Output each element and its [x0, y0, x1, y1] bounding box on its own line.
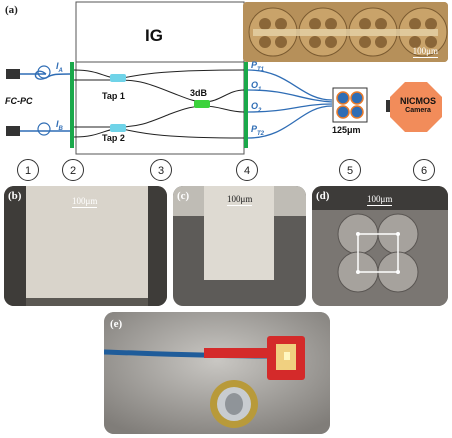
photo-d-scale: 100μm	[367, 194, 393, 206]
fiber-coil-b	[37, 122, 51, 136]
schematic-diagram	[6, 1, 442, 155]
stage-number-4: 4	[236, 159, 258, 181]
port-pt1-label: PT1	[251, 60, 265, 73]
connector-a-shape	[6, 69, 20, 79]
out-fiber-4	[247, 105, 333, 139]
wg-o1	[73, 79, 245, 103]
output-edge-bar	[244, 62, 248, 148]
stage-number-6: 6	[413, 159, 435, 181]
camera-label: NICMOS Camera	[400, 96, 436, 114]
photo-c: (c) 100μm	[173, 186, 306, 306]
photo-d-square	[357, 233, 399, 273]
photo-e: (e)	[104, 312, 330, 434]
port-ia-label: IA	[56, 61, 63, 74]
connector-label: FC-PC	[5, 96, 33, 106]
stage-number-2: 2	[62, 159, 84, 181]
chip-title: IG	[145, 26, 163, 45]
inset-scale-label: 100μm	[412, 46, 439, 58]
coupler-label: 3dB	[190, 88, 208, 98]
photo-c-trench	[204, 186, 274, 280]
out-fiber-3	[247, 103, 333, 113]
tap2-label: Tap 2	[102, 133, 125, 143]
stage-number-1: 1	[17, 159, 39, 181]
panel-c-label: (c)	[177, 190, 190, 202]
coupler-3db	[194, 100, 210, 108]
photo-c-scale: 100μm	[227, 194, 253, 206]
tap1-label: Tap 1	[102, 91, 125, 101]
out-fiber-2	[247, 89, 333, 103]
micrograph-inset: 100μm	[243, 2, 448, 62]
photo-b: (b) 100μm	[4, 186, 167, 306]
connector-b-shape	[6, 126, 20, 136]
stage-number-5: 5	[339, 159, 361, 181]
photo-b-trench	[26, 186, 148, 298]
chip-outline	[75, 1, 245, 155]
tap1-coupler	[110, 74, 126, 82]
fiber-coil-a	[37, 65, 51, 79]
stage-number-3: 3	[150, 159, 172, 181]
wg-o2	[74, 105, 245, 128]
panel-a-label: (a)	[5, 4, 18, 16]
panel-b-label: (b)	[8, 190, 22, 202]
photo-b-scale: 100μm	[72, 196, 98, 208]
fiber-bundle-box	[332, 87, 368, 123]
photo-d: (d) 100μm	[312, 186, 448, 306]
panel-e-label: (e)	[110, 318, 123, 330]
panel-d-label: (d)	[316, 190, 330, 202]
tap2-coupler	[110, 124, 126, 132]
port-o2-label: O2	[251, 101, 262, 114]
camera-octagon	[390, 82, 442, 132]
input-edge-bar	[70, 62, 74, 148]
port-o1-label: O1	[251, 80, 262, 93]
port-pt2-label: PT2	[251, 124, 265, 137]
port-ib-label: IB	[56, 119, 63, 132]
out-fiber-1	[247, 69, 333, 101]
bundle-label: 125μm	[332, 125, 361, 135]
